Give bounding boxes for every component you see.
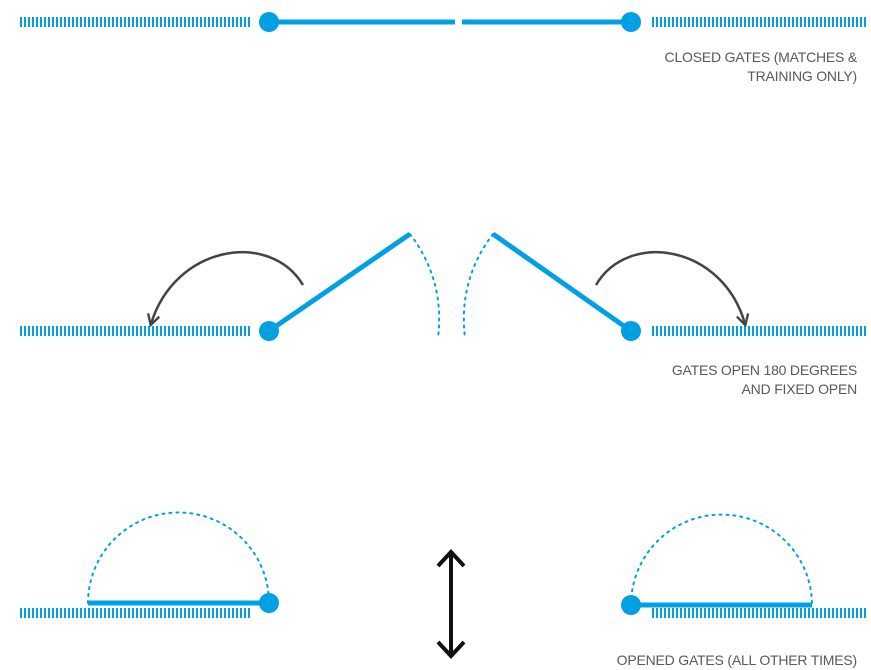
swing-path-right [462,233,494,339]
hinge-left [259,12,279,32]
swing-path-left [409,233,441,339]
rotation-arrow-left [151,251,305,324]
closed-gates-section [20,12,868,32]
swing-arc-left [87,511,270,604]
fence-left [20,608,252,618]
caption-closed-gates: CLOSED GATES (MATCHES & TRAINING ONLY) [537,48,858,86]
hinge-left [259,593,279,613]
open-180-section [20,231,868,341]
fence-right [652,17,868,27]
rotation-arrow-right [594,251,745,324]
gate-left-swinging [267,231,412,334]
hinge-right [621,12,641,32]
fence-left [20,326,252,336]
caption-line: CLOSED GATES (MATCHES & [664,49,858,65]
hinge-right [621,321,641,341]
swing-arc-right [630,513,813,606]
fence-left [20,17,252,27]
caption-line: AND FIXED OPEN [741,381,858,397]
double-arrow-icon [436,549,466,659]
caption-line: OPENED GATES (ALL OTHER TIMES) [616,652,858,668]
gate-right-swinging [491,231,633,334]
caption-line: TRAINING ONLY) [747,68,857,84]
caption-open-180: GATES OPEN 180 DEGREES AND FIXED OPEN [537,361,857,399]
fence-right [652,326,868,336]
hinge-right [621,595,641,615]
hinge-left [259,321,279,341]
fence-right [652,608,868,618]
caption-line: GATES OPEN 180 DEGREES [671,362,857,378]
caption-opened-gates: OPENED GATES (ALL OTHER TIMES) [537,651,858,670]
opened-gates-section [20,511,868,659]
